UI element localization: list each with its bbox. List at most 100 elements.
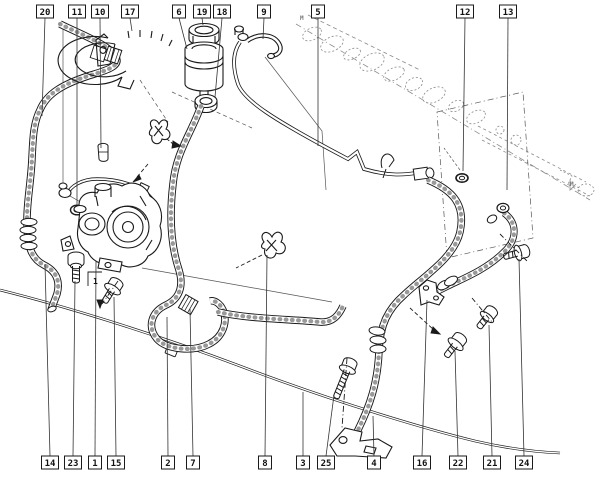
leader-line-6 <box>178 17 188 50</box>
reservoir-bracket <box>57 30 173 90</box>
callout-box-23[interactable] <box>64 455 82 470</box>
callout-box-3[interactable] <box>296 455 310 470</box>
bolt-21 <box>476 305 499 330</box>
callout-20[interactable]: 20 <box>36 4 54 117</box>
callout-number-14: 14 <box>45 459 56 469</box>
callout-box-11[interactable] <box>68 4 86 19</box>
leader-line-16 <box>421 299 428 457</box>
callout-number-15: 15 <box>111 459 122 469</box>
callout-box-14[interactable] <box>41 455 59 470</box>
callout-number-8: 8 <box>262 459 267 469</box>
leader-line-17 <box>129 17 133 32</box>
callout-box-17[interactable] <box>121 4 139 19</box>
inline-label-1-0: 1 <box>93 277 98 286</box>
callout-14[interactable]: 14 <box>41 263 59 470</box>
callout-3[interactable]: 3 <box>296 392 310 470</box>
high-pressure-hose <box>353 176 466 435</box>
leader-line-21 <box>488 324 493 457</box>
callout-number-10: 10 <box>95 8 106 18</box>
callout-22[interactable]: 22 <box>449 350 467 470</box>
callout-number-12: 12 <box>460 8 471 18</box>
leader-line-2 <box>166 316 169 457</box>
leader-line-14 <box>44 263 51 457</box>
callout-box-18[interactable] <box>213 4 231 19</box>
callout-9[interactable]: 9 <box>257 4 271 40</box>
callout-box-21[interactable] <box>483 455 501 470</box>
callout-15[interactable]: 15 <box>107 296 125 470</box>
leader-line-23 <box>72 280 76 457</box>
leader-line-10 <box>99 17 102 149</box>
leader-line-9 <box>262 17 265 40</box>
leader-line-7 <box>189 308 194 457</box>
o-ring <box>455 173 469 184</box>
pressure-pipe-fitting <box>233 25 283 60</box>
callout-box-8[interactable] <box>258 455 272 470</box>
callout-box-1[interactable] <box>88 455 102 470</box>
callout-number-7: 7 <box>190 459 195 469</box>
callout-5[interactable]: 5 <box>311 4 325 146</box>
callout-24[interactable]: 24 <box>515 258 533 470</box>
callout-6[interactable]: 6 <box>172 4 188 50</box>
callout-16[interactable]: 16 <box>413 299 431 470</box>
callout-number-18: 18 <box>217 8 228 18</box>
callout-number-1: 1 <box>92 459 97 469</box>
callout-box-9[interactable] <box>257 4 271 19</box>
callout-box-5[interactable] <box>311 4 325 19</box>
callout-box-15[interactable] <box>107 455 125 470</box>
callout-number-17: 17 <box>125 8 136 18</box>
plug-fitting <box>97 142 109 162</box>
callout-number-6: 6 <box>176 8 181 18</box>
callout-17[interactable]: 17 <box>121 4 139 32</box>
callout-box-19[interactable] <box>193 4 211 19</box>
callout-box-16[interactable] <box>413 455 431 470</box>
callout-box-25[interactable] <box>317 455 335 470</box>
bolt-22 <box>443 332 468 359</box>
pressure-pipe <box>232 40 435 181</box>
callout-18[interactable]: 18 <box>213 4 231 98</box>
leader-line-24 <box>518 258 525 457</box>
callout-25[interactable]: 25 <box>317 394 335 470</box>
callout-13[interactable]: 13 <box>499 4 517 191</box>
callout-box-12[interactable] <box>456 4 474 19</box>
callout-8[interactable]: 8 <box>258 254 272 470</box>
callout-number-21: 21 <box>487 459 498 469</box>
return-hose-left <box>19 20 123 313</box>
callout-11[interactable]: 11 <box>68 4 86 205</box>
screw-25 <box>333 357 358 400</box>
callout-number-25: 25 <box>321 459 332 469</box>
rack-hose <box>432 202 518 297</box>
callout-12[interactable]: 12 <box>456 4 474 172</box>
callout-box-10[interactable] <box>91 4 109 19</box>
callout-box-13[interactable] <box>499 4 517 19</box>
rigid-return-pipe <box>0 288 561 455</box>
hose-clamp <box>177 293 199 316</box>
callout-10[interactable]: 10 <box>91 4 109 149</box>
mounting-bracket-bottom <box>329 427 393 459</box>
background-engine-sketch <box>295 14 595 201</box>
callout-7[interactable]: 7 <box>186 308 200 470</box>
callout-number-5: 5 <box>315 8 320 18</box>
pump-bolt-23 <box>67 251 85 284</box>
callout-box-20[interactable] <box>36 4 54 19</box>
callout-box-24[interactable] <box>515 455 533 470</box>
callout-2[interactable]: 2 <box>161 316 175 470</box>
leader-line-20 <box>41 17 46 117</box>
callout-box-22[interactable] <box>449 455 467 470</box>
callout-23[interactable]: 23 <box>64 280 82 470</box>
inline-label-m-1: M <box>300 15 304 22</box>
callout-19[interactable]: 19 <box>193 4 211 26</box>
leader-line-19 <box>201 17 204 26</box>
callout-4[interactable]: 4 <box>367 415 381 470</box>
leader-line-1 <box>94 260 97 457</box>
callout-box-2[interactable] <box>161 455 175 470</box>
callout-21[interactable]: 21 <box>483 324 501 470</box>
callout-1[interactable]: 1 <box>88 260 102 470</box>
callout-number-13: 13 <box>503 8 514 18</box>
callout-number-9: 9 <box>261 8 266 18</box>
hose-clamp-bracket <box>418 279 445 306</box>
assembly-arrows <box>87 138 529 429</box>
callout-box-6[interactable] <box>172 4 186 19</box>
leader-line-25 <box>325 394 335 457</box>
callout-box-7[interactable] <box>186 455 200 470</box>
callout-box-4[interactable] <box>367 455 381 470</box>
